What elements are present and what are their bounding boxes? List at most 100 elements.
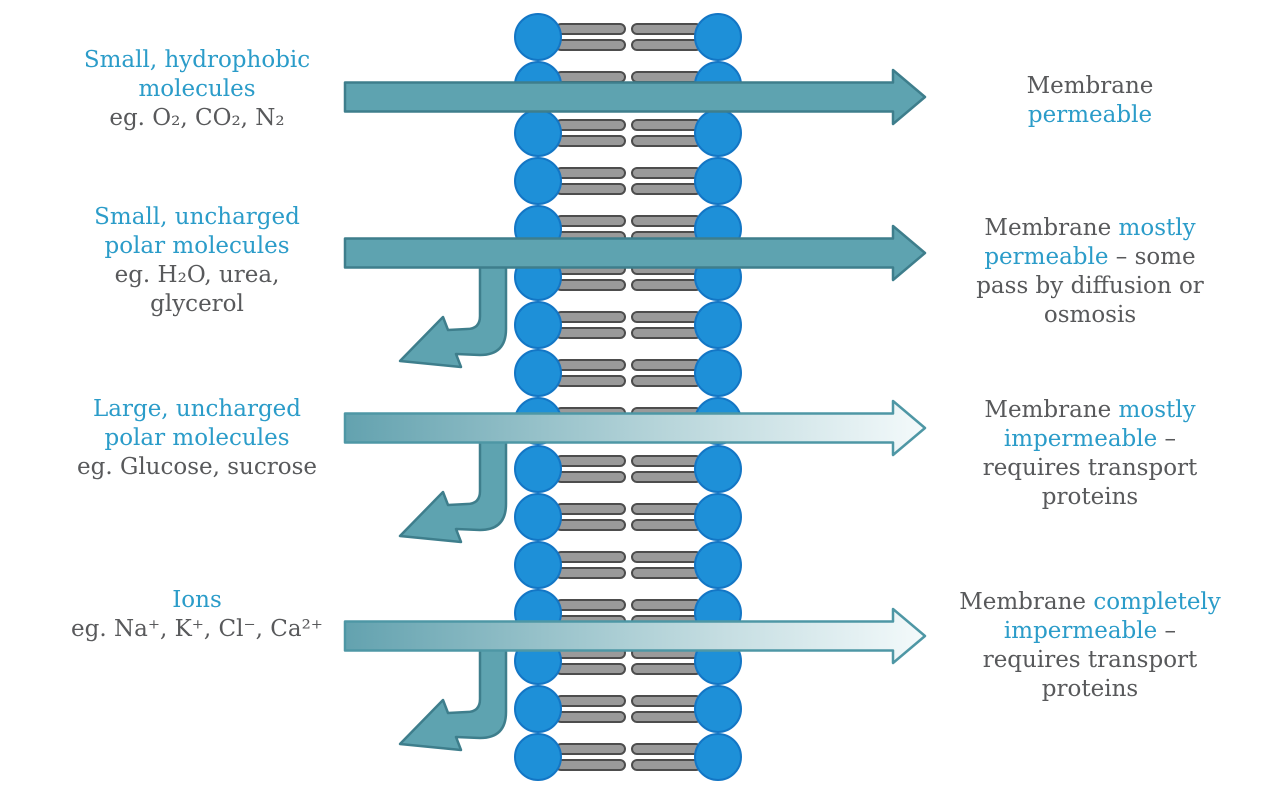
lipid-tail-left — [555, 663, 626, 675]
lipid-tail-right — [631, 711, 702, 723]
lipid-head-right — [694, 109, 742, 157]
lipid-tail-left — [555, 759, 626, 771]
phospholipid-bilayer — [514, 13, 742, 781]
lipid-tail-right — [631, 23, 702, 35]
label-line: Membrane completely — [908, 588, 1272, 617]
lipid-head-right — [694, 445, 742, 493]
return-arrows-layer — [398, 259, 508, 752]
label-line: permeable – some — [908, 243, 1272, 272]
lipid-tail-right — [631, 39, 702, 51]
label-text-segment: permeable — [984, 244, 1109, 270]
lipid-tail-left — [555, 711, 626, 723]
permeability-arrow-1 — [343, 68, 927, 126]
lipid-tail-right — [631, 135, 702, 147]
lipid-tail-left — [555, 551, 626, 563]
lipid-tail-left — [555, 503, 626, 515]
lipid-tail-left — [555, 599, 626, 611]
label-text-segment: mostly — [1118, 397, 1196, 423]
lipid-tail-left — [555, 71, 626, 83]
lipid-tail-left — [555, 695, 626, 707]
label-text-segment: eg. O₂, CO₂, N₂ — [109, 105, 285, 131]
lipid-tail-left — [555, 519, 626, 531]
lipid-tail-left — [555, 183, 626, 195]
label-text-segment: Membrane — [984, 215, 1119, 241]
label-line: polar molecules — [17, 424, 377, 453]
label-text-segment: molecules — [138, 76, 256, 102]
label-text-segment: requires transport — [982, 455, 1198, 481]
lipid-head-right — [694, 301, 742, 349]
label-line: molecules — [17, 75, 377, 104]
label-line: eg. Glucose, sucrose — [17, 453, 377, 482]
label-line: osmosis — [908, 301, 1272, 330]
lipid-tail-right — [631, 455, 702, 467]
lipid-head-left — [514, 109, 562, 157]
label-text-segment: permeable — [1027, 102, 1153, 128]
label-line: proteins — [908, 483, 1272, 512]
label-text-segment: pass by diffusion or — [976, 273, 1204, 299]
label-line: eg. Na⁺, K⁺, Cl⁻, Ca²⁺ — [17, 615, 377, 644]
label-line: glycerol — [17, 290, 377, 319]
permeability-arrows-layer — [343, 68, 927, 665]
return-arrow-2 — [398, 259, 508, 369]
label-text-segment: polar molecules — [104, 425, 290, 451]
label-text-segment: eg. Glucose, sucrose — [76, 454, 318, 480]
return-arrow-4 — [398, 642, 508, 752]
return-arrow-3 — [398, 434, 508, 544]
label-text-segment: impermeable — [1003, 426, 1158, 452]
lipid-head-left — [514, 13, 562, 61]
label-text-segment: Membrane — [984, 397, 1119, 423]
label-text-segment: osmosis — [1043, 302, 1137, 328]
label-line: pass by diffusion or — [908, 272, 1272, 301]
lipid-tail-right — [631, 503, 702, 515]
label-line: eg. H₂O, urea, — [17, 261, 377, 290]
lipid-tail-left — [555, 135, 626, 147]
lipid-tail-left — [555, 359, 626, 371]
lipid-head-left — [514, 493, 562, 541]
lipid-head-right — [694, 541, 742, 589]
label-text-segment: Small, uncharged — [94, 204, 300, 230]
label-line: Membrane mostly — [908, 214, 1272, 243]
molecule-class-label-4: Ions eg. Na⁺, K⁺, Cl⁻, Ca²⁺ — [17, 586, 377, 644]
lipid-tail-right — [631, 519, 702, 531]
label-line: Large, uncharged — [17, 395, 377, 424]
lipid-tail-right — [631, 311, 702, 323]
label-text-segment: Ions — [172, 587, 222, 613]
label-line: eg. O₂, CO₂, N₂ — [17, 104, 377, 133]
label-text-segment: Membrane — [1026, 73, 1154, 99]
lipid-head-left — [514, 301, 562, 349]
label-text-segment: requires transport — [982, 647, 1198, 673]
label-text-segment: Membrane — [959, 589, 1094, 615]
lipid-head-right — [694, 733, 742, 781]
lipid-tail-right — [631, 551, 702, 563]
lipid-tail-right — [631, 359, 702, 371]
label-text-segment: Small, hydrophobic — [83, 47, 311, 73]
lipid-head-left — [514, 349, 562, 397]
lipid-tail-left — [555, 743, 626, 755]
lipid-head-right — [694, 13, 742, 61]
label-text-segment: – — [1157, 618, 1177, 644]
lipid-tail-right — [631, 183, 702, 195]
lipid-tail-right — [631, 375, 702, 387]
lipid-tail-left — [555, 567, 626, 579]
lipid-tail-right — [631, 71, 702, 83]
lipid-tail-left — [555, 39, 626, 51]
lipid-tail-right — [631, 215, 702, 227]
label-line: Membrane — [908, 72, 1272, 101]
label-line: impermeable – — [908, 425, 1272, 454]
lipid-tail-right — [631, 759, 702, 771]
lipid-tail-right — [631, 567, 702, 579]
lipid-tail-right — [631, 743, 702, 755]
permeability-arrow-2 — [343, 224, 927, 282]
label-text-segment: – some — [1108, 244, 1196, 270]
lipid-tail-right — [631, 471, 702, 483]
label-line: polar molecules — [17, 232, 377, 261]
label-text-segment: eg. Na⁺, K⁺, Cl⁻, Ca²⁺ — [71, 616, 323, 642]
lipid-head-left — [514, 733, 562, 781]
lipid-head-left — [514, 541, 562, 589]
label-text-segment: proteins — [1041, 676, 1139, 702]
